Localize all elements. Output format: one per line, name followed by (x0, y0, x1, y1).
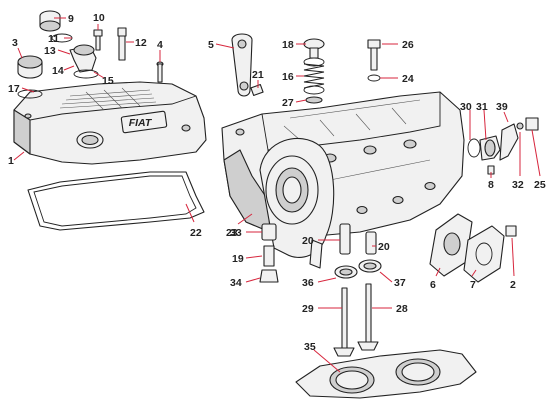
callout-22: 22 (190, 227, 202, 239)
valves (333, 283, 379, 357)
callout-23: 23 (226, 227, 238, 239)
lifting-eye (231, 33, 264, 97)
callout-3: 3 (12, 37, 18, 49)
callout-12: 12 (135, 37, 147, 49)
fiat-logo: FIAT (129, 117, 153, 129)
callout-24: 24 (402, 73, 414, 85)
callout-17: 17 (8, 83, 20, 95)
callout-30: 30 (460, 101, 472, 113)
callout-21: 21 (252, 69, 264, 81)
callout-20-right: 20 (378, 241, 390, 253)
manifold-plates (429, 213, 517, 283)
head-gasket (295, 349, 477, 399)
callout-37: 37 (394, 277, 406, 289)
callout-6: 6 (430, 279, 436, 291)
callout-35: 35 (304, 341, 316, 353)
callout-28: 28 (396, 303, 408, 315)
callout-labels: 9 10 11 12 3 13 4 14 15 17 1 5 18 16 21 … (8, 12, 546, 353)
callout-1: 1 (8, 155, 14, 167)
head-bolt (367, 39, 381, 82)
callout-18: 18 (282, 39, 294, 51)
callout-15: 15 (102, 75, 114, 87)
callout-10: 10 (93, 12, 105, 24)
callout-2: 2 (510, 279, 516, 291)
callout-7: 7 (470, 279, 476, 291)
callout-9: 9 (68, 13, 74, 25)
callout-34: 34 (230, 277, 242, 289)
cylinder-head (221, 91, 465, 237)
cover-gasket (27, 171, 205, 231)
callout-5: 5 (208, 39, 214, 51)
callout-36: 36 (302, 277, 314, 289)
callout-39: 39 (496, 101, 508, 113)
callout-14: 14 (52, 65, 64, 77)
callout-19: 19 (232, 253, 244, 265)
callout-13: 13 (44, 45, 56, 57)
leader-lines (13, 17, 541, 373)
callout-20-left: 20 (302, 235, 314, 247)
callout-16: 16 (282, 71, 294, 83)
callout-29: 29 (302, 303, 314, 315)
callout-26: 26 (402, 39, 414, 51)
valve-spring-set (303, 38, 325, 104)
callout-8: 8 (488, 179, 494, 191)
side-fittings (467, 117, 539, 175)
callout-31: 31 (476, 101, 488, 113)
callout-33: 33 (230, 227, 242, 239)
filler-cap (17, 55, 43, 99)
callout-32: 32 (512, 179, 524, 191)
valve-cover (13, 81, 207, 165)
timing-housing (259, 137, 335, 269)
callout-4: 4 (157, 39, 163, 51)
valve-guides (259, 223, 382, 283)
bolts-top (93, 27, 164, 83)
callout-25: 25 (534, 179, 546, 191)
callout-11: 11 (48, 33, 59, 45)
callout-27: 27 (282, 97, 294, 109)
